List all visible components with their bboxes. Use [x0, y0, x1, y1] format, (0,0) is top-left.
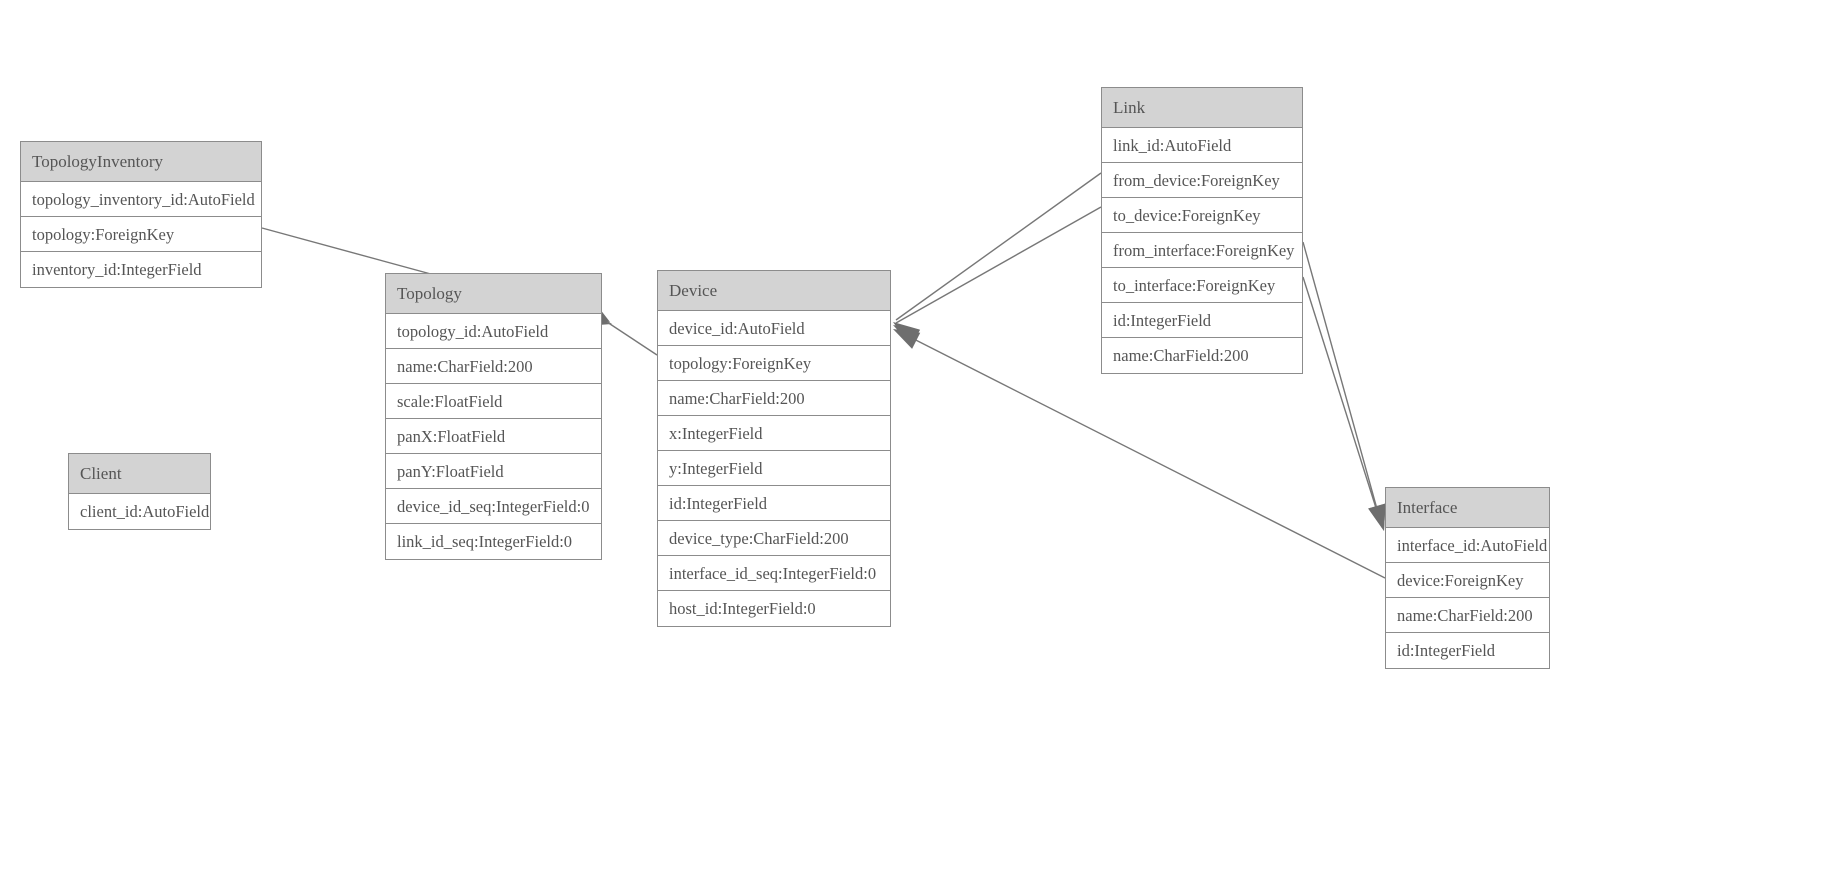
entity-field-row[interactable]: from_interface:ForeignKey — [1102, 233, 1302, 268]
entity-field-row[interactable]: topology:ForeignKey — [21, 217, 261, 252]
entity-field-row[interactable]: device_id_seq:IntegerField:0 — [386, 489, 601, 524]
entity-field-row[interactable]: link_id:AutoField — [1102, 128, 1302, 163]
relationship-arrowhead-icon — [893, 325, 921, 346]
entity-field-row[interactable]: host_id:IntegerField:0 — [669, 599, 816, 618]
relationship-line — [1302, 276, 1383, 528]
entity-field-row[interactable]: name:CharField:200 — [658, 381, 890, 416]
entity-field-row[interactable]: from_device:ForeignKey — [1102, 163, 1302, 198]
entity-field-row[interactable]: scale:FloatField — [386, 384, 601, 419]
entity-field-row[interactable]: device_type:CharField:200 — [658, 521, 890, 556]
relationship-line — [606, 321, 658, 356]
entity-field-row[interactable]: interface_id_seq:IntegerField:0 — [658, 556, 890, 591]
entity-field-row[interactable]: id:IntegerField — [1397, 641, 1496, 660]
entity-field-row[interactable]: to_device:ForeignKey — [1102, 198, 1302, 233]
relationship-line — [895, 206, 1102, 324]
entity-title-topologyinventory: TopologyInventory — [21, 142, 261, 182]
entity-field-row[interactable]: name:CharField:200 — [386, 349, 601, 384]
entity-field-list: client_id:AutoField — [69, 494, 210, 529]
entity-field-row[interactable]: topology_id:AutoField — [386, 314, 601, 349]
entity-title-link: Link — [1102, 88, 1302, 128]
entity-field-row[interactable]: topology_inventory_id:AutoField — [21, 182, 261, 217]
entity-title-topology: Topology — [386, 274, 601, 314]
relationship-link-to-device — [893, 206, 1102, 346]
entity-field-row[interactable]: inventory_id:IntegerField — [32, 260, 202, 279]
relationship-line — [895, 172, 1102, 321]
entity-field-row[interactable]: x:IntegerField — [658, 416, 890, 451]
relationship-link-to-interface — [1302, 276, 1386, 531]
entity-field-row[interactable]: device:ForeignKey — [1386, 563, 1549, 598]
entity-field-row[interactable]: client_id:AutoField — [80, 502, 210, 521]
entity-title-interface: Interface — [1386, 488, 1549, 528]
entity-field-row[interactable]: panX:FloatField — [386, 419, 601, 454]
relationship-link-from-interface — [1302, 241, 1386, 531]
entity-field-row[interactable]: interface_id:AutoField — [1386, 528, 1549, 563]
entity-field-row[interactable]: link_id_seq:IntegerField:0 — [397, 532, 573, 551]
entity-field-row[interactable]: device_id:AutoField — [658, 311, 890, 346]
relationship-arrowhead-icon — [893, 322, 920, 345]
relationship-link-from-device — [893, 172, 1102, 345]
relationship-line — [1302, 241, 1383, 528]
entity-title-device: Device — [658, 271, 890, 311]
entity-field-row[interactable]: topology:ForeignKey — [658, 346, 890, 381]
entity-field-row[interactable]: to_interface:ForeignKey — [1102, 268, 1302, 303]
entity-field-row[interactable]: id:IntegerField — [658, 486, 890, 521]
relationship-arrowhead-icon — [893, 329, 921, 349]
entity-field-row[interactable]: panY:FloatField — [386, 454, 601, 489]
entity-field-row[interactable]: id:IntegerField — [1102, 303, 1302, 338]
entity-client[interactable]: Client client_id:AutoField — [68, 453, 211, 530]
entity-field-row[interactable]: name:CharField:200 — [1386, 598, 1549, 633]
entity-field-row[interactable]: y:IntegerField — [658, 451, 890, 486]
entity-field-row[interactable]: name:CharField:200 — [1113, 346, 1249, 365]
entity-title-client: Client — [69, 454, 210, 494]
